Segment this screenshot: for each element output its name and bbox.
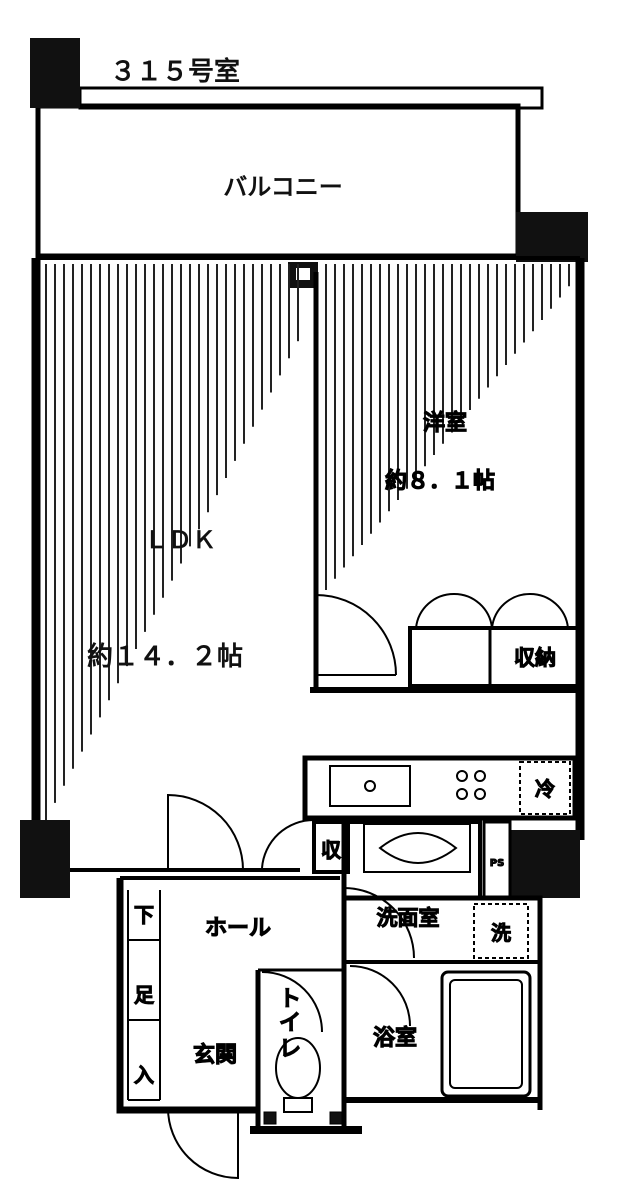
western-flooring-hatch (325, 264, 570, 590)
bath-label: 浴室 (373, 1025, 417, 1051)
hall-label: ホール (205, 916, 271, 941)
toilet-label-1: ト (279, 987, 301, 1012)
western-room-size: 約８．１帖 (385, 468, 495, 494)
fridge-label: 冷 (535, 777, 555, 801)
washer-label: 洗 (491, 921, 511, 945)
kitchen-counter: 冷 (302, 755, 578, 821)
western-room: 洋室 約８．１帖 収納 (310, 272, 580, 693)
washroom-label: 洗面室 (377, 906, 440, 930)
shoe-cabinet-top: 下 (134, 903, 154, 927)
hall-area: 下 足 入 ホール 玄関 (116, 793, 340, 1180)
shoe-cabinet-mid: 足 (134, 983, 155, 1007)
small-storage-label: 収 (321, 838, 342, 862)
unit-title: ３１５号室 (110, 56, 240, 87)
exterior-walls (20, 256, 585, 898)
pipe-space-label: PS (490, 858, 505, 869)
toilet-label-3: レ (279, 1037, 301, 1062)
balcony-label: バルコニー (223, 173, 343, 201)
small-storage: 収 (312, 820, 350, 874)
storage-label: 収納 (514, 646, 556, 670)
toilet-room: ト イ レ (250, 968, 362, 1134)
bathroom: 浴室 (344, 965, 540, 1103)
entrance-label: 玄関 (193, 1042, 237, 1068)
washroom: PS 洗 洗面室 (341, 820, 543, 1130)
ldk-flooring-hatch (45, 264, 299, 820)
ldk-label: ＬＤＫ (144, 526, 216, 554)
ldk-size: 約１４．２帖 (87, 641, 243, 672)
shoe-cabinet-bottom: 入 (134, 1063, 154, 1087)
toilet-label-2: イ (279, 1011, 301, 1036)
western-room-label: 洋室 (423, 410, 467, 436)
